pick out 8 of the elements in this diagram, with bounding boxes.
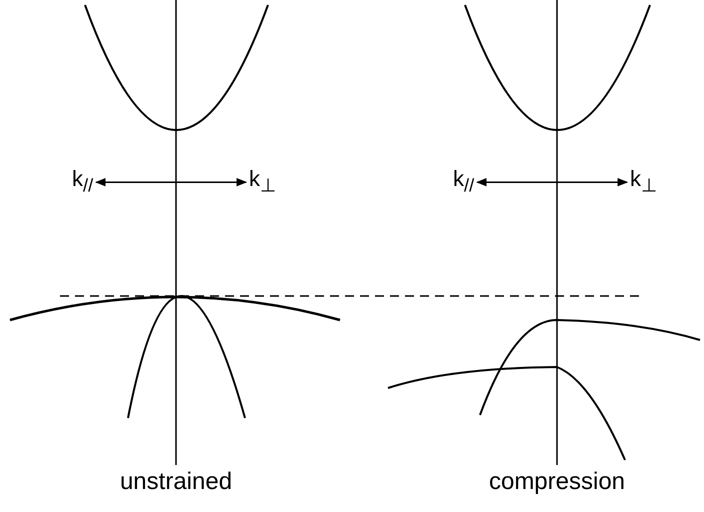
wavevector-label: k$_{⊥}$ [630, 166, 657, 198]
double-arrow [476, 178, 628, 186]
double-arrow [95, 178, 248, 186]
wavevector-label: k$_{⊥}$ [249, 166, 276, 198]
wavevector-label: k$_{//}$ [453, 166, 474, 198]
panel-caption: unstrained [120, 468, 232, 496]
wavevector-label: k$_{//}$ [72, 166, 94, 198]
panel-caption: compression [488, 468, 626, 496]
